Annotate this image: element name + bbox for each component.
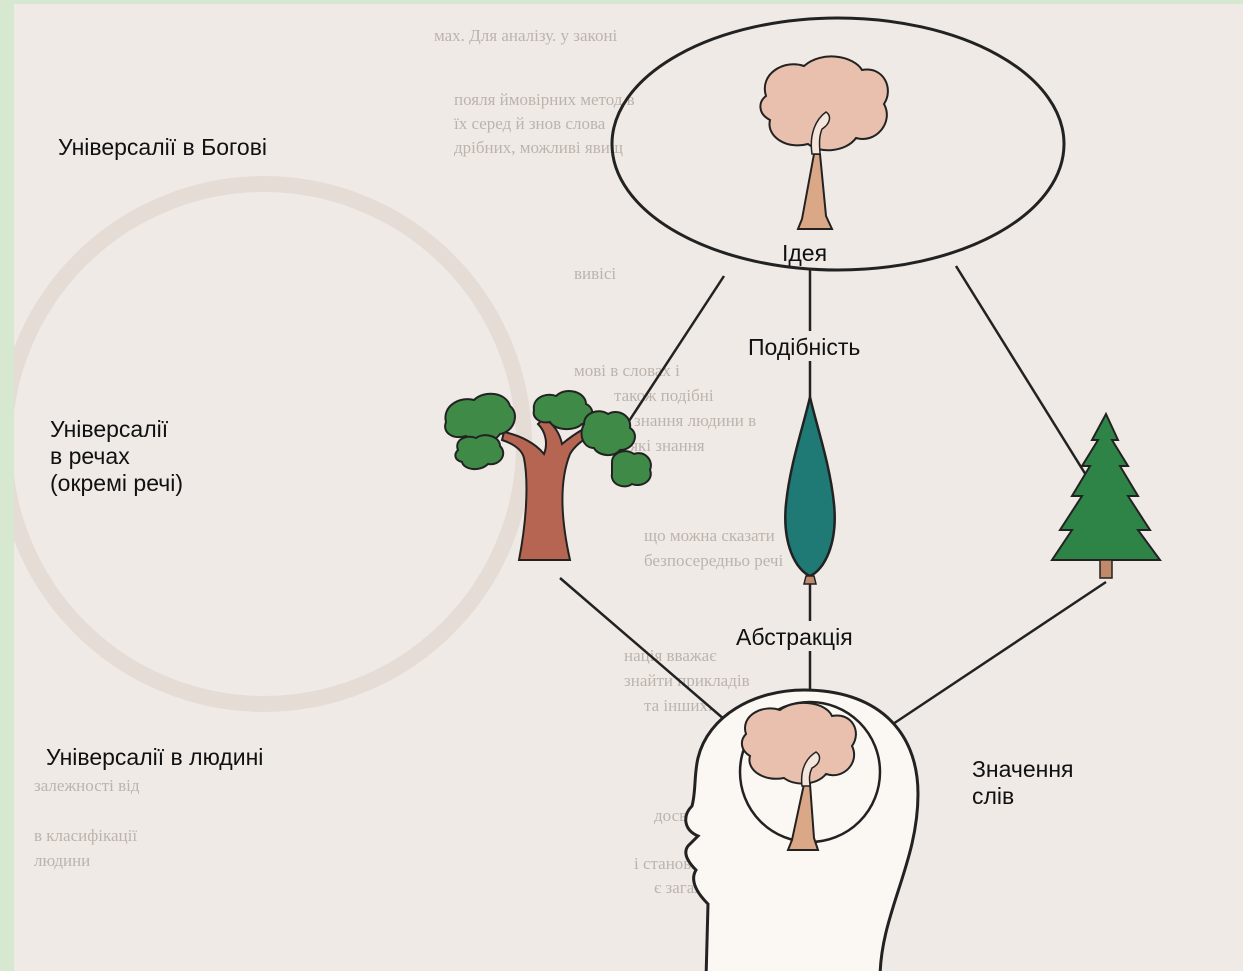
label-universals-in-things-line2: в речах bbox=[50, 443, 183, 470]
cypress-icon bbox=[785, 397, 834, 584]
line-idea-to-pine bbox=[956, 266, 1104, 504]
baobab-icon bbox=[445, 391, 651, 560]
line-baobab-to-head bbox=[560, 578, 732, 726]
diagram-page: мах. Для аналізу. у законі пояля ймовірн… bbox=[14, 4, 1243, 971]
label-universals-in-things: Універсалії в речах (окремі речі) bbox=[50, 416, 183, 497]
label-universals-in-things-line1: Універсалії bbox=[50, 416, 183, 443]
label-idea: Ідея bbox=[782, 240, 827, 267]
label-universals-in-things-line3: (окремі речі) bbox=[50, 470, 183, 497]
pine-icon bbox=[1052, 414, 1160, 578]
label-universals-in-god: Універсалії в Богові bbox=[58, 134, 267, 161]
label-word-meaning: Значення слів bbox=[972, 756, 1074, 810]
line-pine-to-head bbox=[890, 582, 1106, 726]
label-word-meaning-line1: Значення bbox=[972, 756, 1074, 783]
label-universals-in-human: Універсалії в людині bbox=[46, 744, 263, 771]
idea-tree-icon bbox=[760, 56, 887, 229]
label-word-meaning-line2: слів bbox=[972, 783, 1074, 810]
label-similarity: Подібність bbox=[748, 334, 860, 361]
line-idea-to-baobab bbox=[614, 276, 724, 444]
label-abstraction: Абстракція bbox=[736, 624, 853, 651]
